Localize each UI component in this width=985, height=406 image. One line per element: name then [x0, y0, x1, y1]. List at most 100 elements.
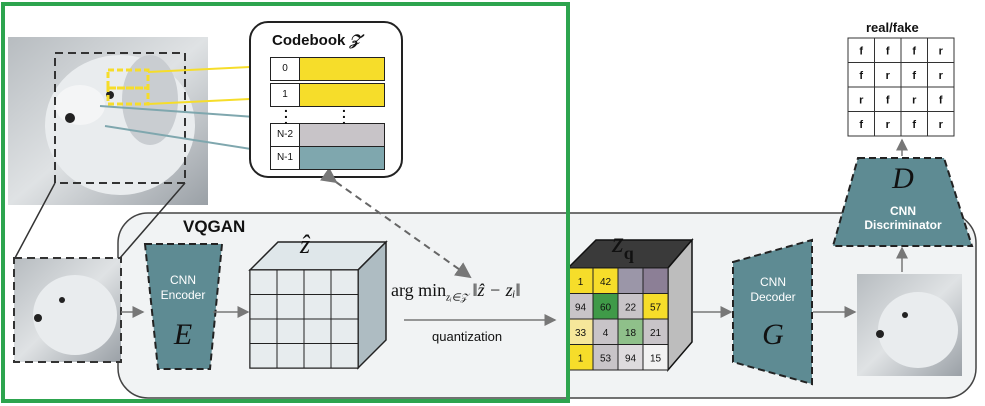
zhat-grid	[249, 269, 359, 369]
zhat-cell	[303, 269, 332, 295]
real-fake-cell-value: f	[859, 70, 863, 82]
real-fake-cell	[874, 62, 902, 88]
real-fake-cell-value: r	[886, 70, 891, 82]
zhat-cell	[330, 343, 359, 369]
encoder-block	[143, 243, 224, 370]
zq-cell	[592, 344, 619, 371]
zhat-cell	[303, 294, 332, 320]
codebook-vector	[299, 57, 385, 81]
zq-cell-value: 42	[600, 277, 612, 288]
real-fake-cell-value: r	[939, 70, 944, 82]
zhat-cell	[303, 343, 332, 369]
zq-cell-value: 22	[625, 302, 637, 313]
vqgan-label: VQGAN	[183, 217, 246, 236]
zq-cell-value: 21	[650, 328, 662, 339]
zq-cell	[617, 267, 644, 294]
real-fake-cell-value: f	[886, 45, 890, 57]
zq-cell	[642, 293, 669, 320]
zhat-cell	[276, 318, 305, 344]
zq-cell-value: 1	[578, 277, 584, 288]
zhat-cell	[276, 343, 305, 369]
real-fake-cell-value: f	[939, 94, 943, 106]
real-fake-cell-value: f	[912, 70, 916, 82]
decoder-block	[732, 238, 813, 386]
zq-cell-value: 60	[600, 302, 612, 313]
zhat-cell	[249, 343, 278, 369]
discriminator-symbol: D	[892, 162, 914, 195]
codebook-index: 1	[270, 83, 300, 107]
codebook-vector	[299, 123, 385, 147]
input-photo-large	[8, 37, 208, 205]
zq-cell-value: 18	[625, 328, 637, 339]
real-fake-cell	[900, 62, 928, 88]
highlight-frame	[1, 2, 570, 403]
real-fake-cell	[927, 62, 955, 88]
codebook-title: Codebook 𝒵	[272, 32, 361, 49]
zq-cell-value: 1	[578, 353, 584, 364]
zq-cell-value: 33	[575, 328, 587, 339]
zq-cell-value: 15	[650, 353, 662, 364]
real-fake-cell-value: r	[886, 119, 891, 131]
codebook-lookup-arrow	[319, 167, 472, 279]
codebook-ellipsis: ...	[284, 99, 288, 127]
codebook-vector	[299, 146, 385, 170]
real-fake-cell	[900, 111, 928, 137]
real-fake-cell-value: r	[939, 119, 944, 131]
zq-grid: 1 42 94 60 22 57 33 4 18 21 1 53 94 15	[567, 267, 669, 371]
zhat-cell	[276, 294, 305, 320]
zq-cube	[566, 237, 694, 373]
encoder-symbol: E	[173, 318, 193, 351]
zhat-cell	[330, 318, 359, 344]
zq-cell	[567, 267, 594, 294]
crop-box	[54, 52, 186, 184]
zq-cell	[642, 318, 669, 345]
zhat-cell	[249, 294, 278, 320]
real-fake-cell-value: r	[912, 94, 917, 106]
zq-cell	[642, 344, 669, 371]
codebook-index: N-1	[270, 146, 300, 170]
real-fake-cell-value: f	[859, 45, 863, 57]
zq-cell-value: 4	[603, 328, 609, 339]
zhat-cell	[303, 318, 332, 344]
codebook-vector	[299, 83, 385, 107]
real-fake-cell-value: r	[859, 94, 864, 106]
argmin-formula: arg minzᵢ∈𝒵 ‖ẑ − zᵢ‖	[391, 280, 521, 304]
zq-cell-value: 57	[650, 302, 662, 313]
zq-cell-value: 94	[625, 353, 637, 364]
zq-cell	[642, 267, 669, 294]
quantization-label: quantization	[432, 329, 503, 344]
real-fake-cell	[927, 111, 955, 137]
discriminator-block	[831, 157, 974, 247]
zq-cell	[567, 293, 594, 320]
codebook-index: N-2	[270, 123, 300, 147]
zhat-cell	[249, 269, 278, 295]
real-fake-cell-value: r	[939, 45, 944, 57]
zq-cell	[592, 267, 619, 294]
codebook-ellipsis: ...	[342, 99, 346, 127]
real-fake-cell-value: f	[859, 119, 863, 131]
input-photo-small	[14, 258, 121, 362]
zq-symbol: zq	[612, 226, 634, 263]
zhat-cell	[249, 318, 278, 344]
zhat-cell	[330, 294, 359, 320]
codebook-index: 0	[270, 57, 300, 81]
zq-cell-value: 94	[575, 302, 587, 313]
zq-cell-value: 53	[600, 353, 612, 364]
real-fake-cell	[874, 111, 902, 137]
real-fake-label: real/fake	[866, 20, 919, 35]
output-photo	[857, 274, 962, 376]
zhat-cell	[330, 269, 359, 295]
real-fake-cell-value: f	[912, 119, 916, 131]
real-fake-cell-value: f	[886, 94, 890, 106]
real-fake-cell	[927, 37, 955, 63]
decoder-symbol: G	[762, 318, 784, 351]
real-fake-cell-value: f	[912, 45, 916, 57]
patch-highlight	[106, 86, 150, 106]
zhat-cell	[276, 269, 305, 295]
